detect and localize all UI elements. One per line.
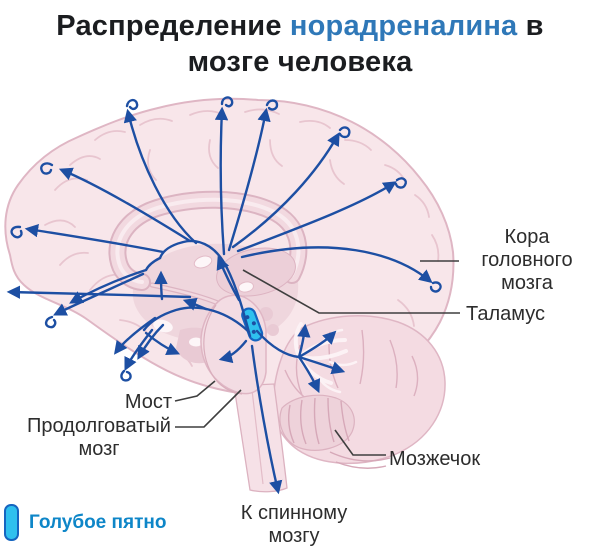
label-cortex-line1: Кора <box>504 226 550 248</box>
label-cerebellum: Мозжечок <box>389 448 481 470</box>
label-pons: Мост <box>124 391 172 413</box>
label-cortex-line3: мозга <box>501 272 553 294</box>
label-cortex-line2: головного <box>481 249 573 271</box>
leader-pons <box>174 380 216 402</box>
label-thalamus: Таламус <box>466 303 545 325</box>
label-spinal-cord: К спинному мозгу <box>218 502 370 548</box>
thalamus-shape <box>153 247 296 364</box>
title-text-1: Распределение <box>56 10 282 42</box>
leader-lines <box>174 260 460 456</box>
leader-cerebellum <box>334 429 386 456</box>
legend-label: Голубое пятно <box>29 511 167 533</box>
leader-medulla <box>175 389 242 428</box>
label-spinal-line1: К спинному <box>240 502 348 524</box>
title-accent-noradrenaline: норадреналина <box>289 10 518 42</box>
legend-locus-coeruleus: Голубое пятно <box>4 504 166 541</box>
cerebellum-shape <box>272 315 446 469</box>
noradrenaline-pathway-arrows <box>6 96 442 495</box>
leader-thalamus <box>242 269 460 314</box>
title-text-2: в <box>525 10 544 42</box>
tonsil-striations <box>287 397 391 469</box>
label-medulla: Продолговатый мозг <box>18 415 180 461</box>
label-cortex: Кора головного мозга <box>462 226 592 295</box>
label-spinal-line2: мозгу <box>268 525 320 547</box>
page-title: Распределение норадреналина в мозге чело… <box>0 8 600 80</box>
locus-coeruleus-pill-icon <box>4 504 19 541</box>
title-line-1: Распределение норадреналина в <box>0 8 600 44</box>
label-medulla-line2: мозг <box>78 438 120 460</box>
title-line-2: мозге человека <box>187 46 413 78</box>
label-medulla-line1: Продолговатый <box>27 415 171 437</box>
